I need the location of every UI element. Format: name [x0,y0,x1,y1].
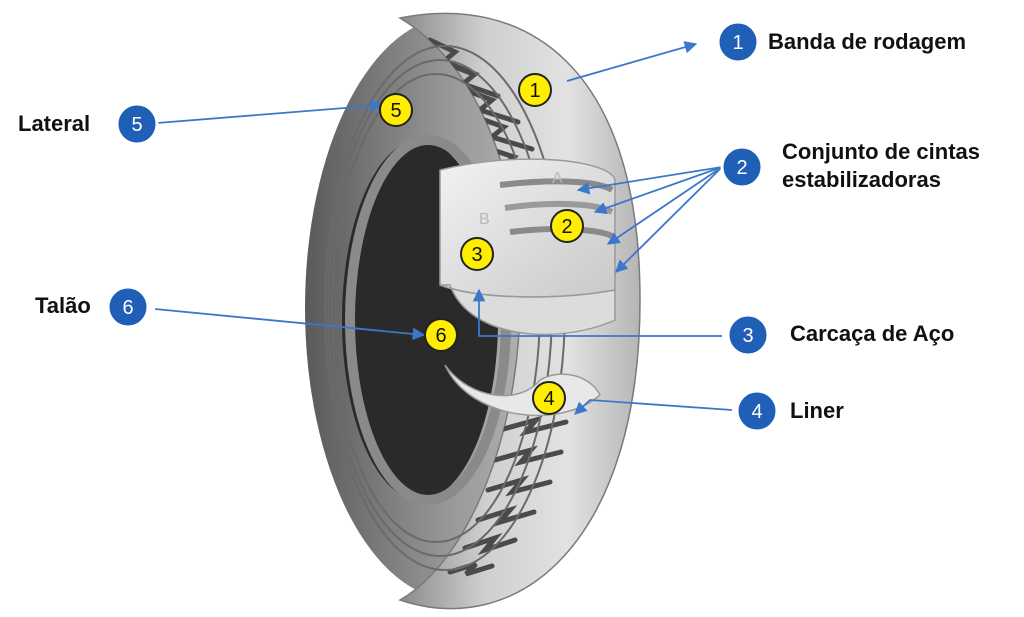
tire-letter-b: B [479,211,490,228]
blue-marker-5: 5 [115,102,159,146]
blue-marker-4: 4 [735,389,779,433]
yellow-marker-2: 2 [550,209,584,243]
arrow-2b [593,166,723,215]
tire-letter-a: A [552,170,563,187]
label-lateral: Lateral [18,111,91,136]
label-conjunto-de-cintas: Conjunto de cintas estabilizadoras [782,138,1012,194]
svg-text:1: 1 [732,32,743,54]
label-banda-de-rodagem: Banda de rodagem [768,29,967,54]
yellow-markers: 1 5 2 3 6 4 [379,73,584,415]
svg-text:5: 5 [390,100,401,122]
arrow-2c [606,166,723,245]
svg-text:4: 4 [543,388,554,410]
belt-layer-1 [499,178,614,193]
arrow-2d [615,166,723,273]
yellow-marker-5: 5 [379,93,413,127]
label-conjunto-line1: Conjunto de cintas [782,139,980,164]
svg-text:6: 6 [435,325,446,347]
svg-text:2: 2 [736,157,747,179]
arrow-5 [156,99,384,124]
blue-marker-1: 1 [716,20,760,64]
arrow-1 [566,41,698,82]
yellow-marker-3: 3 [460,237,494,271]
label-carcaca-de-aco: Carcaça de Aço [790,321,955,346]
arrow-3 [472,288,722,337]
arrow-6 [154,308,426,341]
svg-text:6: 6 [122,297,133,319]
svg-text:2: 2 [561,216,572,238]
blue-marker-3: 3 [726,313,770,357]
svg-text:5: 5 [131,114,142,136]
svg-text:1: 1 [529,80,540,102]
connector-arrows [154,41,733,415]
svg-text:3: 3 [742,325,753,347]
label-liner: Liner [790,398,844,423]
label-talao: Talão [35,293,91,318]
yellow-marker-6: 6 [424,318,458,352]
blue-marker-6: 6 [106,285,150,329]
arrow-2a [576,166,723,195]
blue-markers: 1 5 2 6 3 4 [106,20,779,433]
yellow-marker-4: 4 [532,381,566,415]
label-conjunto-line2: estabilizadoras [782,167,941,192]
blue-marker-2: 2 [720,145,764,189]
svg-text:3: 3 [471,244,482,266]
tire-illustration: A B [305,12,641,610]
svg-text:4: 4 [751,401,762,423]
yellow-marker-1: 1 [518,73,552,107]
arrow-4 [574,399,733,415]
